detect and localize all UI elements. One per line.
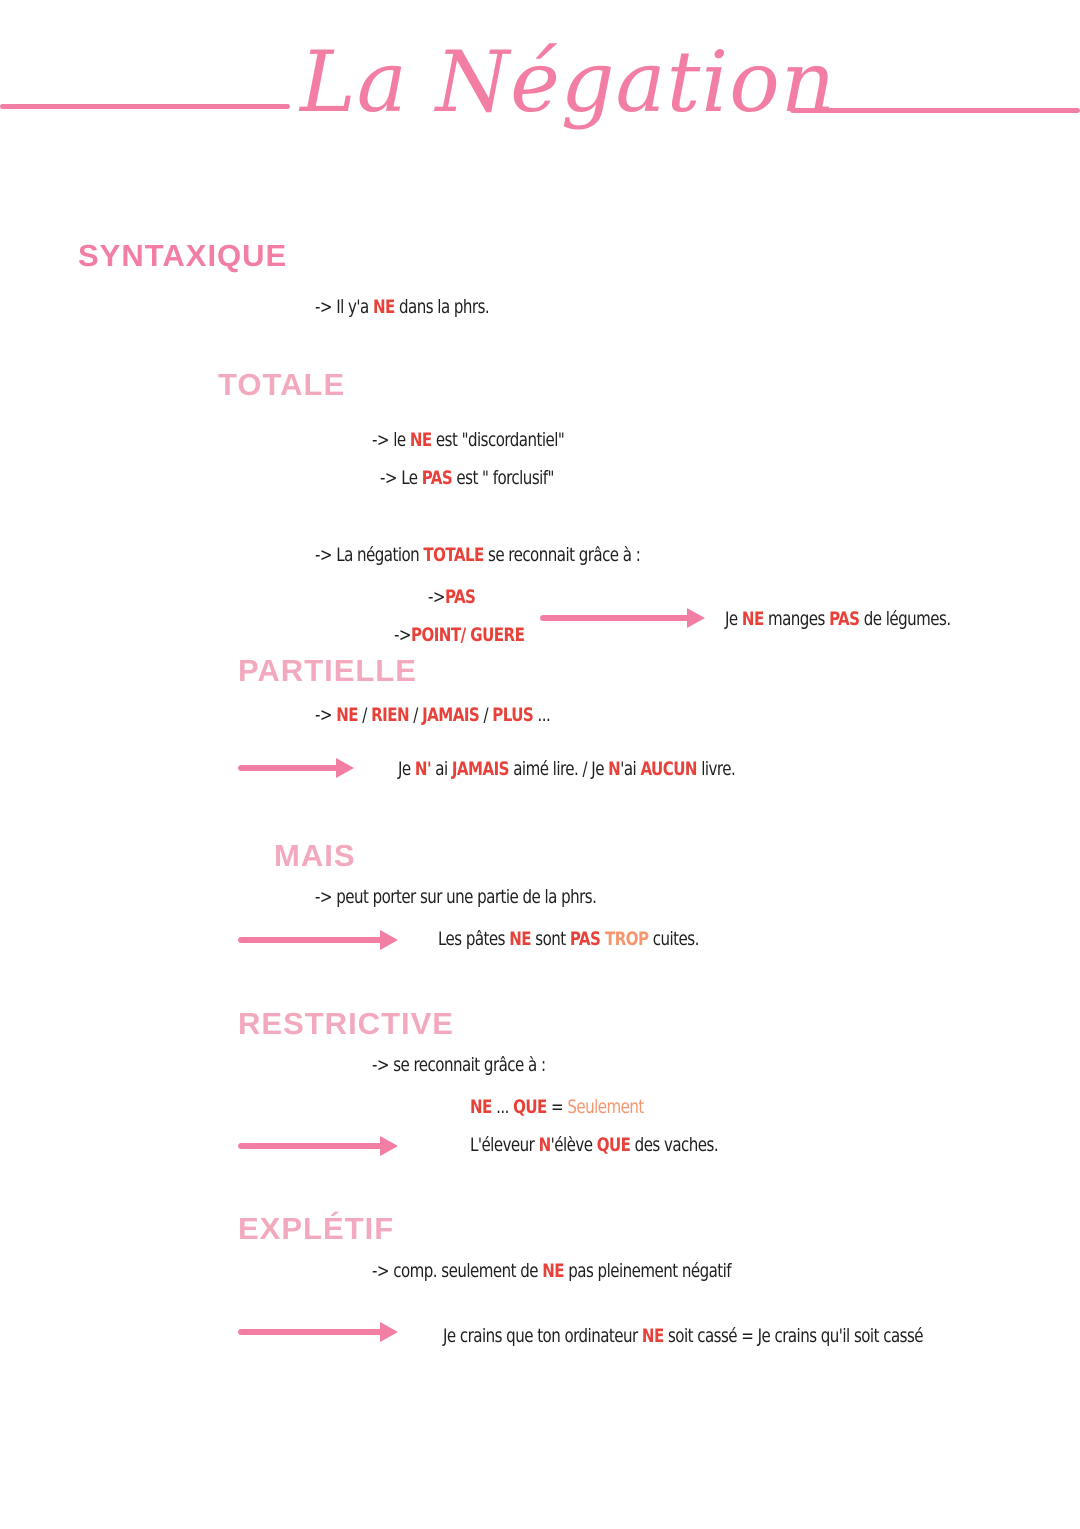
- arrow-restrictive: [238, 1136, 398, 1156]
- totale-line-2: -> Le PAS est " forclusif": [380, 467, 554, 489]
- expletif-line: -> comp. seulement de NE pas pleinement …: [372, 1260, 732, 1282]
- mais-line: -> peut porter sur une partie de la phrs…: [315, 886, 597, 908]
- heading-mais: MAIS: [274, 838, 356, 873]
- arrow-totale: [540, 608, 705, 628]
- totale-line-1: -> le NE est "discordantiel": [372, 429, 565, 451]
- heading-syntaxique: SYNTAXIQUE: [78, 238, 288, 273]
- partielle-line: -> NE / RIEN / JAMAIS / PLUS ...: [315, 704, 551, 726]
- partielle-example: Je N' ai JAMAIS aimé lire. / Je N'ai AUC…: [398, 758, 736, 780]
- page-title: La Négation: [300, 33, 836, 131]
- arrow-partielle: [238, 758, 354, 778]
- heading-partielle: PARTIELLE: [238, 653, 417, 688]
- syntaxique-line: -> Il y'a NE dans la phrs.: [315, 296, 490, 318]
- title-rule-left: [0, 104, 290, 109]
- mais-example: Les pâtes NE sont PAS TROP cuites.: [438, 928, 699, 950]
- heading-totale: TOTALE: [218, 367, 346, 402]
- title-rule-right: [790, 108, 1080, 113]
- restrictive-line: -> se reconnait grâce à :: [372, 1054, 546, 1076]
- arrow-mais: [238, 930, 398, 950]
- totale-line-3: -> La négation TOTALE se reconnait grâce…: [315, 544, 641, 566]
- heading-expletif: EXPLÉTIF: [238, 1211, 395, 1246]
- totale-item-point-guere: ->POINT/ GUERE: [394, 624, 525, 646]
- restrictive-example: L'éleveur N'élève QUE des vaches.: [470, 1134, 719, 1156]
- arrow-expletif: [238, 1322, 398, 1342]
- heading-restrictive: RESTRICTIVE: [238, 1006, 454, 1041]
- totale-example: Je NE manges PAS de légumes.: [725, 608, 951, 630]
- restrictive-rule: NE ... QUE = Seulement: [470, 1096, 644, 1118]
- expletif-example: Je crains que ton ordinateur NE soit cas…: [443, 1325, 924, 1347]
- totale-item-pas: ->PAS: [428, 586, 476, 608]
